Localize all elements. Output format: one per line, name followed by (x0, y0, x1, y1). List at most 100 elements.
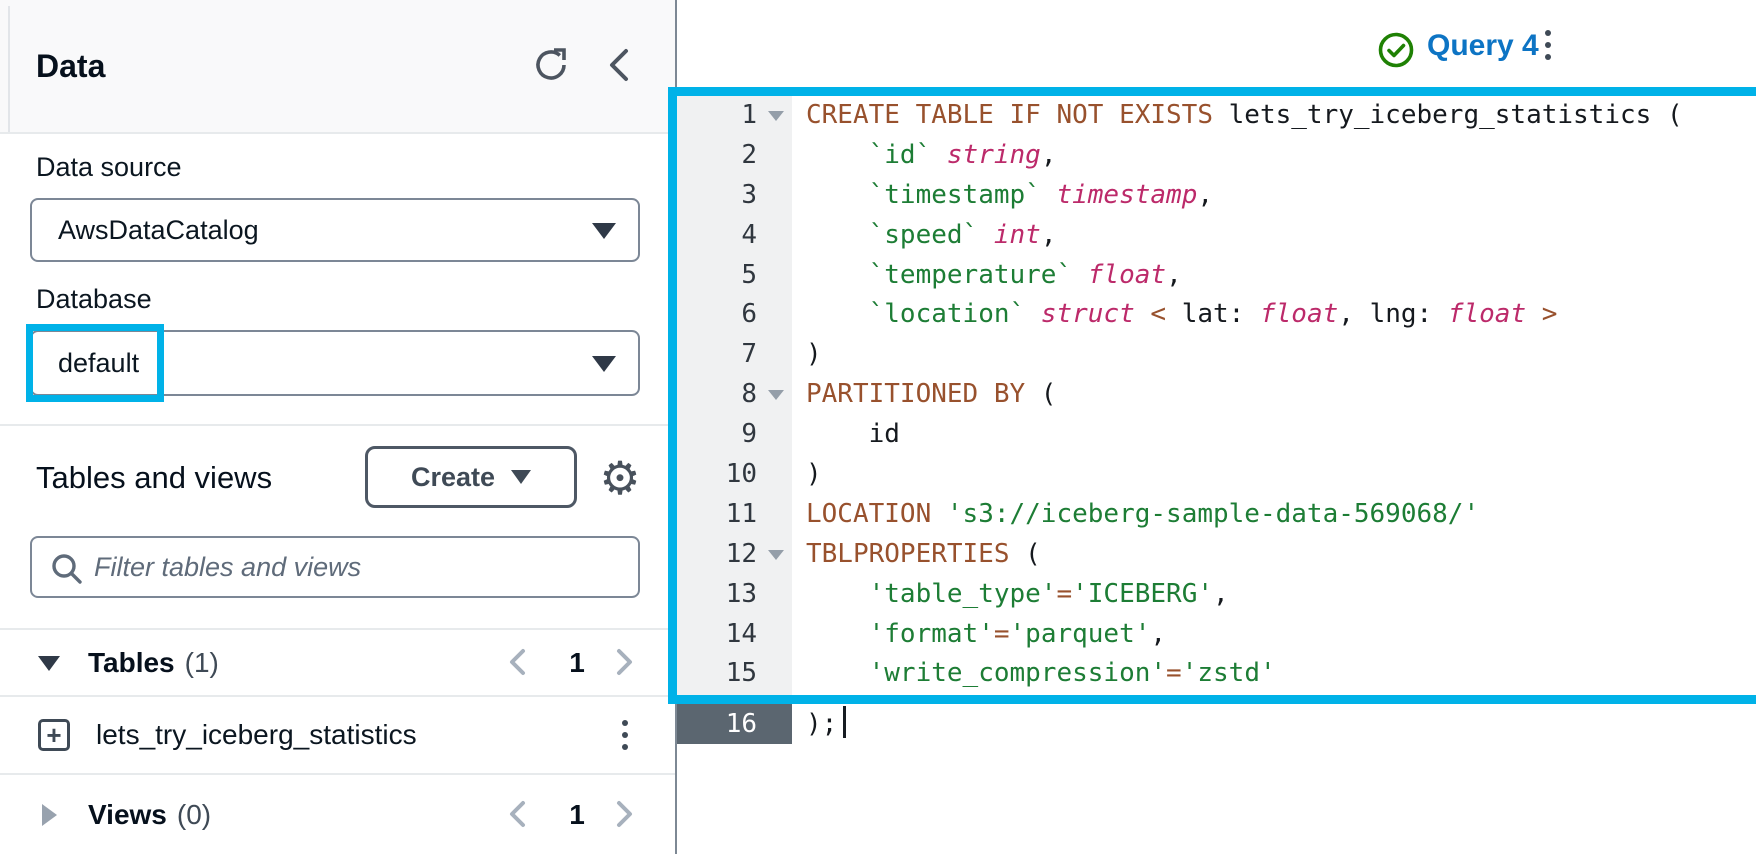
editor-line-16[interactable]: 16); (668, 704, 1756, 744)
panel-resize-edge (8, 6, 10, 132)
views-count: (0) (176, 798, 212, 830)
code-text[interactable]: `timestamp` timestamp, (868, 179, 1214, 210)
line-number: 2 (677, 135, 792, 176)
table-name[interactable]: lets_try_iceberg_statistics (96, 719, 417, 750)
sql-editor-highlight-box[interactable]: 1 CREATE TABLE IF NOT EXISTS lets_try_ice… (668, 87, 1756, 704)
editor-line-5[interactable]: 5 `temperature` float, (677, 255, 1756, 296)
editor-line-9[interactable]: 9 id (677, 415, 1756, 456)
table-actions-kebab-button[interactable] (622, 720, 628, 750)
tables-label: Tables (88, 646, 175, 678)
editor-line-4[interactable]: 4 `speed` int, (677, 215, 1756, 256)
tables-and-views-title: Tables and views (36, 460, 273, 495)
line-number: 11 (677, 494, 792, 535)
query-tab-title[interactable]: Query 4 (1427, 29, 1539, 62)
expand-table-icon[interactable]: + (38, 719, 70, 751)
line-number: 15 (677, 654, 792, 695)
data-source-value: AwsDataCatalog (58, 214, 259, 245)
line-number: 3 (677, 175, 792, 216)
code-text[interactable]: ) (806, 339, 822, 370)
chevron-down-icon (592, 223, 616, 239)
views-page-number: 1 (569, 798, 585, 830)
refresh-icon (536, 47, 566, 80)
views-label: Views (88, 798, 167, 830)
code-text[interactable]: `speed` int, (868, 219, 1057, 250)
chevron-left-icon (510, 800, 525, 827)
database-value: default (58, 347, 140, 378)
tables-section-label: Tables (1) (88, 630, 219, 695)
collapse-panel-button[interactable] (600, 40, 640, 92)
line-number: 13 (677, 574, 792, 615)
chevron-down-icon (511, 470, 532, 484)
editor-line-2[interactable]: 2 `id` string, (677, 135, 1756, 176)
editor-line-8[interactable]: 8 PARTITIONED BY ( (677, 375, 1756, 416)
editor-line-13[interactable]: 13 'table_type'='ICEBERG', (677, 574, 1756, 615)
line-number: 7 (677, 335, 792, 376)
editor-line-1[interactable]: 1 CREATE TABLE IF NOT EXISTS lets_try_ice… (677, 96, 1756, 136)
views-next-page-button[interactable] (610, 798, 638, 832)
line-number: 4 (677, 215, 792, 256)
code-text[interactable]: TBLPROPERTIES ( (806, 538, 1041, 569)
editor-line-6[interactable]: 6 `location` struct < lat: float, lng: f… (677, 295, 1756, 336)
database-select[interactable]: default (30, 330, 640, 396)
line-number: 1 (677, 96, 792, 136)
code-text[interactable]: `id` string, (868, 139, 1057, 170)
settings-button[interactable]: ⚙ (594, 450, 646, 506)
code-text[interactable]: LOCATION 's3://iceberg-sample-data-56906… (806, 498, 1480, 529)
expand-collapse-triangle-icon[interactable] (42, 803, 57, 826)
tables-page-number: 1 (569, 646, 585, 678)
tables-count: (1) (184, 646, 219, 678)
divider (0, 695, 675, 697)
chevron-left-icon (510, 648, 525, 675)
code-text[interactable]: 'write_compression'='zstd' (868, 658, 1276, 689)
line-number: 16 (677, 704, 792, 744)
create-button[interactable]: Create (365, 446, 577, 508)
expand-collapse-triangle-icon[interactable] (38, 655, 60, 671)
divider (0, 628, 675, 630)
table-row[interactable]: + lets_try_iceberg_statistics (0, 697, 675, 773)
code-text[interactable]: 'table_type'='ICEBERG', (868, 578, 1229, 609)
code-text[interactable]: ) (806, 459, 822, 490)
views-prev-page-button[interactable] (504, 798, 532, 832)
text-cursor (843, 706, 847, 738)
filter-tables-input[interactable] (92, 540, 630, 594)
code-text[interactable]: `temperature` float, (868, 259, 1182, 290)
code-fold-arrow-icon[interactable] (768, 549, 784, 560)
editor-line-3[interactable]: 3 `timestamp` timestamp, (677, 175, 1756, 216)
search-icon (52, 554, 82, 584)
code-fold-arrow-icon[interactable] (768, 390, 784, 401)
editor-active-line[interactable]: 16); (668, 704, 1756, 744)
code-text[interactable]: PARTITIONED BY ( (806, 379, 1057, 410)
data-source-select[interactable]: AwsDataCatalog (30, 198, 640, 262)
code-text[interactable]: `location` struct < lat: float, lng: flo… (868, 299, 1558, 330)
query-actions-kebab-button[interactable] (1545, 30, 1551, 60)
data-panel-header: Data (0, 0, 675, 134)
line-number: 9 (677, 415, 792, 456)
filter-box (30, 536, 640, 598)
tables-prev-page-button[interactable] (504, 646, 532, 680)
divider (0, 424, 675, 426)
editor-line-10[interactable]: 10) (677, 455, 1756, 495)
tables-next-page-button[interactable] (610, 646, 638, 680)
line-number: 8 (677, 375, 792, 416)
editor-line-11[interactable]: 11 LOCATION 's3://iceberg-sample-data-569… (677, 494, 1756, 535)
code-text[interactable]: CREATE TABLE IF NOT EXISTS lets_try_iceb… (806, 100, 1683, 130)
line-number: 12 (677, 534, 792, 575)
line-number: 10 (677, 455, 792, 495)
create-button-label: Create (410, 461, 496, 492)
code-text[interactable]: ); (792, 704, 847, 744)
editor-line-15[interactable]: 15 'write_compression'='zstd' (677, 654, 1756, 695)
editor-code-area[interactable]: 1 CREATE TABLE IF NOT EXISTS lets_try_ice… (677, 96, 1756, 695)
views-section-row: Views (0) 1 (0, 775, 675, 854)
refresh-button[interactable] (528, 40, 576, 92)
data-panel: Data Data source AwsDataCatalog Database… (0, 0, 677, 854)
code-text[interactable]: id (806, 419, 900, 450)
views-section-label: Views (0) (88, 775, 211, 854)
line-number: 6 (677, 295, 792, 336)
code-text[interactable]: 'format'='parquet', (868, 618, 1167, 649)
editor-line-14[interactable]: 14 'format'='parquet', (677, 614, 1756, 655)
editor-line-7[interactable]: 7) (677, 335, 1756, 376)
chevron-right-icon (617, 800, 632, 827)
chevron-right-icon (617, 648, 632, 675)
editor-line-12[interactable]: 12 TBLPROPERTIES ( (677, 534, 1756, 575)
code-fold-arrow-icon[interactable] (768, 110, 784, 121)
